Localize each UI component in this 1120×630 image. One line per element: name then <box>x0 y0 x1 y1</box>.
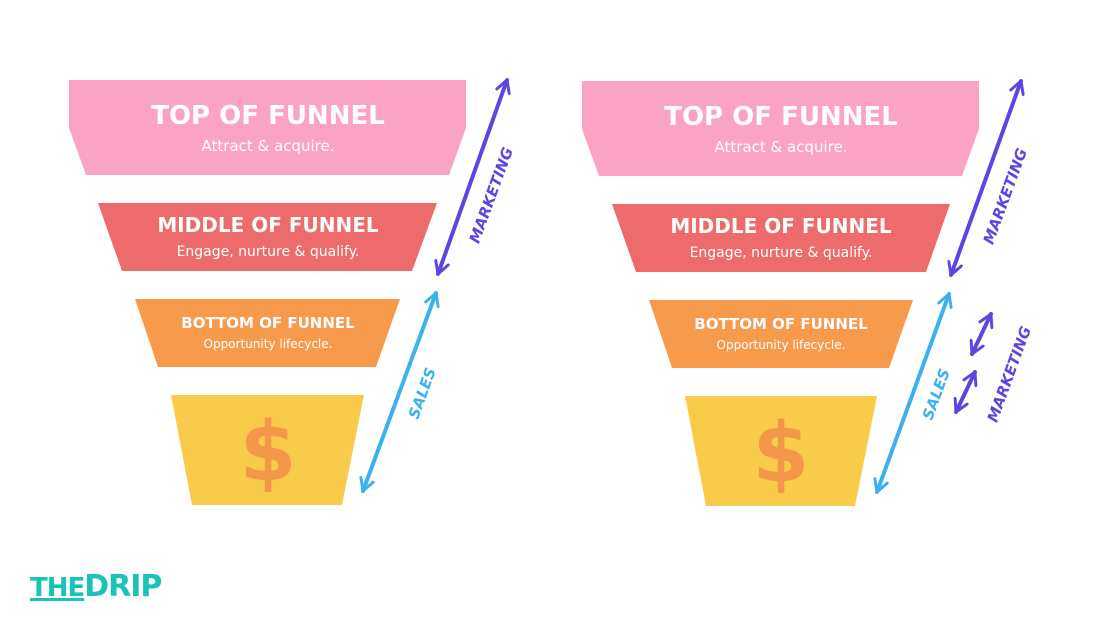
top-of-funnel-stage <box>582 81 979 176</box>
bottom-of-funnel-stage <box>135 299 400 367</box>
top-of-funnel-stage <box>69 80 466 175</box>
marketing-secondary-label: MARKETING <box>984 324 1035 425</box>
stage-title: BOTTOM OF FUNNEL <box>181 314 355 332</box>
middle-of-funnel-stage <box>612 204 950 272</box>
revenue-stage <box>685 396 877 506</box>
stage-subtitle: Attract & acquire. <box>715 138 848 156</box>
marketing-small-arrow-lower <box>956 370 975 414</box>
stage-title: MIDDLE OF FUNNEL <box>670 214 892 238</box>
logo-drip: DRIP <box>84 569 162 604</box>
stage-subtitle: Opportunity lifecycle. <box>717 338 846 352</box>
dollar-icon: $ <box>752 406 809 501</box>
dollar-icon: $ <box>239 405 296 500</box>
marketing-label: MARKETING <box>466 145 517 246</box>
sales-label: SALES <box>919 366 954 422</box>
bottom-of-funnel-stage <box>649 300 913 368</box>
middle-of-funnel-stage <box>98 203 437 271</box>
stage-title: TOP OF FUNNEL <box>664 102 898 132</box>
marketing-label: MARKETING <box>980 146 1031 247</box>
sales-label: SALES <box>405 365 440 421</box>
revenue-stage <box>171 395 364 505</box>
stage-title: BOTTOM OF FUNNEL <box>694 315 868 333</box>
marketing-small-arrow-upper <box>972 312 991 356</box>
stage-title: TOP OF FUNNEL <box>151 101 385 131</box>
sales-arrow <box>877 292 949 494</box>
marketing-arrow <box>951 79 1021 277</box>
stage-subtitle: Engage, nurture & qualify. <box>177 244 360 260</box>
sales-arrow <box>363 291 436 493</box>
logo-the: THE <box>30 573 85 603</box>
stage-subtitle: Engage, nurture & qualify. <box>690 245 873 261</box>
the-drip-logo: THEDRIP <box>30 569 162 604</box>
stage-subtitle: Opportunity lifecycle. <box>204 337 333 351</box>
marketing-arrow <box>438 78 507 276</box>
stage-title: MIDDLE OF FUNNEL <box>157 213 379 237</box>
funnel-left: TOP OF FUNNEL Attract & acquire. MIDDLE … <box>69 78 517 505</box>
funnel-right: TOP OF FUNNEL Attract & acquire. MIDDLE … <box>582 79 1035 506</box>
stage-subtitle: Attract & acquire. <box>202 137 335 155</box>
